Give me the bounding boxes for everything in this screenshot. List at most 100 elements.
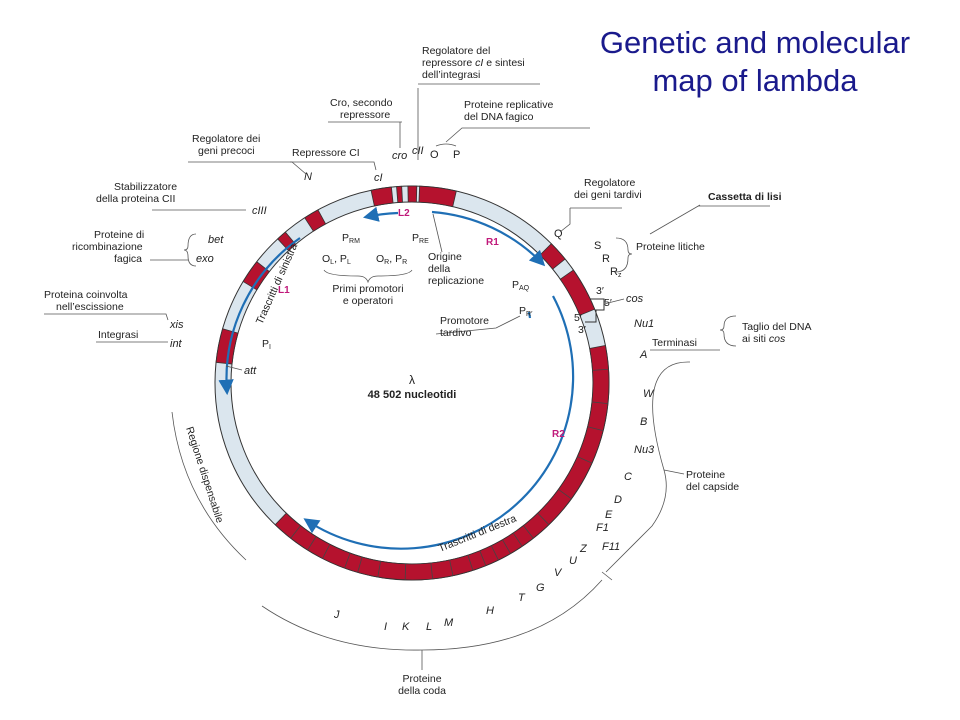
ring-tick [307,536,317,551]
ring-tick [537,512,550,525]
arrow-R2 [303,295,575,550]
ann-cro-1: Cro, secondo [330,97,393,109]
ring-tick [502,539,511,554]
ann-escissione-2: nell’escissione [56,301,124,313]
ring-tick [467,555,474,571]
ann-terminasi: Terminasi [652,337,697,349]
ann-regolatore-cII-1: Regolatore del [422,45,490,57]
gene-bet: bet [208,234,224,246]
promoter-labels: PRM PRE OL, PL OR, PR Primi promotori e … [225,213,533,377]
ring-tick [592,368,609,371]
gene-C: C [624,471,632,483]
gene-F1: F1 [596,522,609,534]
gene-M: M [444,617,454,629]
arrow-PR-R2 [527,311,532,319]
gene-I: I [384,621,387,633]
origine-1: Origine [428,251,462,263]
promoter-PR2: PR′ [519,305,533,318]
gene-N: N [304,171,312,183]
ring-tick [577,456,593,464]
ring-tick [587,426,604,432]
ann-reg-precoci-2: geni precoci [198,145,255,157]
label-R2: R2 [552,429,565,440]
ann-ricomb-1: Proteine di [94,229,144,241]
ring-tick [591,401,608,404]
label-L2: L2 [398,208,410,219]
origine-3: replicazione [428,275,484,287]
end-5prime-b: 5′ [574,312,582,324]
ring-tick [512,532,523,547]
ann-stab-2: della proteina CII [96,193,175,205]
ann-prot-repl-1: Proteine replicative [464,99,553,111]
ring-tick [523,525,534,539]
ring-tick [404,563,407,580]
page-title: Genetic and molecular map of lambda [540,24,960,100]
gene-P: P [453,149,460,161]
ann-capside-2: del capside [686,481,739,493]
ring-tick [290,525,301,539]
gene-D: D [614,494,622,506]
ann-regolatore-cII-3: dell’integrasi [422,69,480,81]
gene-cos: cos [626,293,644,305]
ann-capside-1: Proteine [686,469,725,481]
ann-coda-1: Proteine [402,673,441,685]
gene-W: W [643,388,655,400]
gene-E: E [605,509,613,521]
gene-K: K [402,621,410,633]
ring-tick [558,489,572,500]
ann-reg-precoci-1: Regolatore dei [192,133,260,145]
lambda-symbol: λ [409,373,415,387]
gene-att: att [244,365,257,377]
end-3prime-b: 3′ [578,324,586,336]
ring-tick [322,544,331,559]
label-L1: L1 [278,285,290,296]
ann-repressore-cI: Repressore CI [292,147,360,159]
primi-promotori-2: e operatori [343,295,393,307]
arrow-left-transcripts [218,237,301,396]
block-cII [407,185,418,203]
genome-ring [214,185,610,581]
promoter-PI: PI [262,338,271,351]
ann-litiche: Proteine litiche [636,241,705,253]
gene-blocks [215,185,610,581]
origine-2: della [428,263,450,275]
gene-xis: xis [169,319,184,331]
ann-taglio-1: Taglio del DNA [742,321,811,333]
block-SRRz [559,269,596,316]
block-head-tail [274,344,610,581]
arrow-L2 [362,206,399,222]
gene-A: A [639,349,647,361]
ring-tick [449,559,454,576]
gene-T: T [518,592,526,604]
gene-Rz: Rz [610,266,622,279]
ann-integrasi: Integrasi [98,329,138,341]
gene-R: R [602,253,610,265]
ring-tick [490,545,499,561]
ring-tick [377,561,381,578]
cos-notch [585,298,605,323]
ann-ricomb-2: ricombinazione [72,241,143,253]
genome-size: 48 502 nucleotidi [368,389,457,401]
gene-J: J [333,609,340,621]
promotore-tardivo-1: Promotore [440,315,489,327]
ann-ricomb-3: fagica [114,253,142,265]
ring-ticks [290,368,609,580]
gene-cIII: cIII [252,205,267,217]
ann-coda-2: della coda [398,685,446,697]
gene-Nu3: Nu3 [634,444,655,456]
promoter-PRM: PRM [342,232,360,245]
end-3prime-a: 3′ [596,285,604,297]
gene-Nu1: Nu1 [634,318,654,330]
gene-F11: F11 [602,541,620,553]
promoter-PAQ: PAQ [512,279,530,292]
block-exo-bet [242,261,270,291]
operator-OR-PR: OR, PR [376,253,407,266]
arrow-R1 [431,210,546,267]
gene-letters: cI cro cII O P N cIII bet exo xis int Q … [169,145,655,633]
ann-cassetta: Cassetta di lisi [708,191,782,203]
gene-int: int [170,338,183,350]
gene-H: H [486,605,494,617]
annotation-text: Regolatore del repressore cI e sintesi d… [44,45,811,697]
ann-cro-2: repressore [340,109,390,121]
gene-Q: Q [554,228,563,240]
